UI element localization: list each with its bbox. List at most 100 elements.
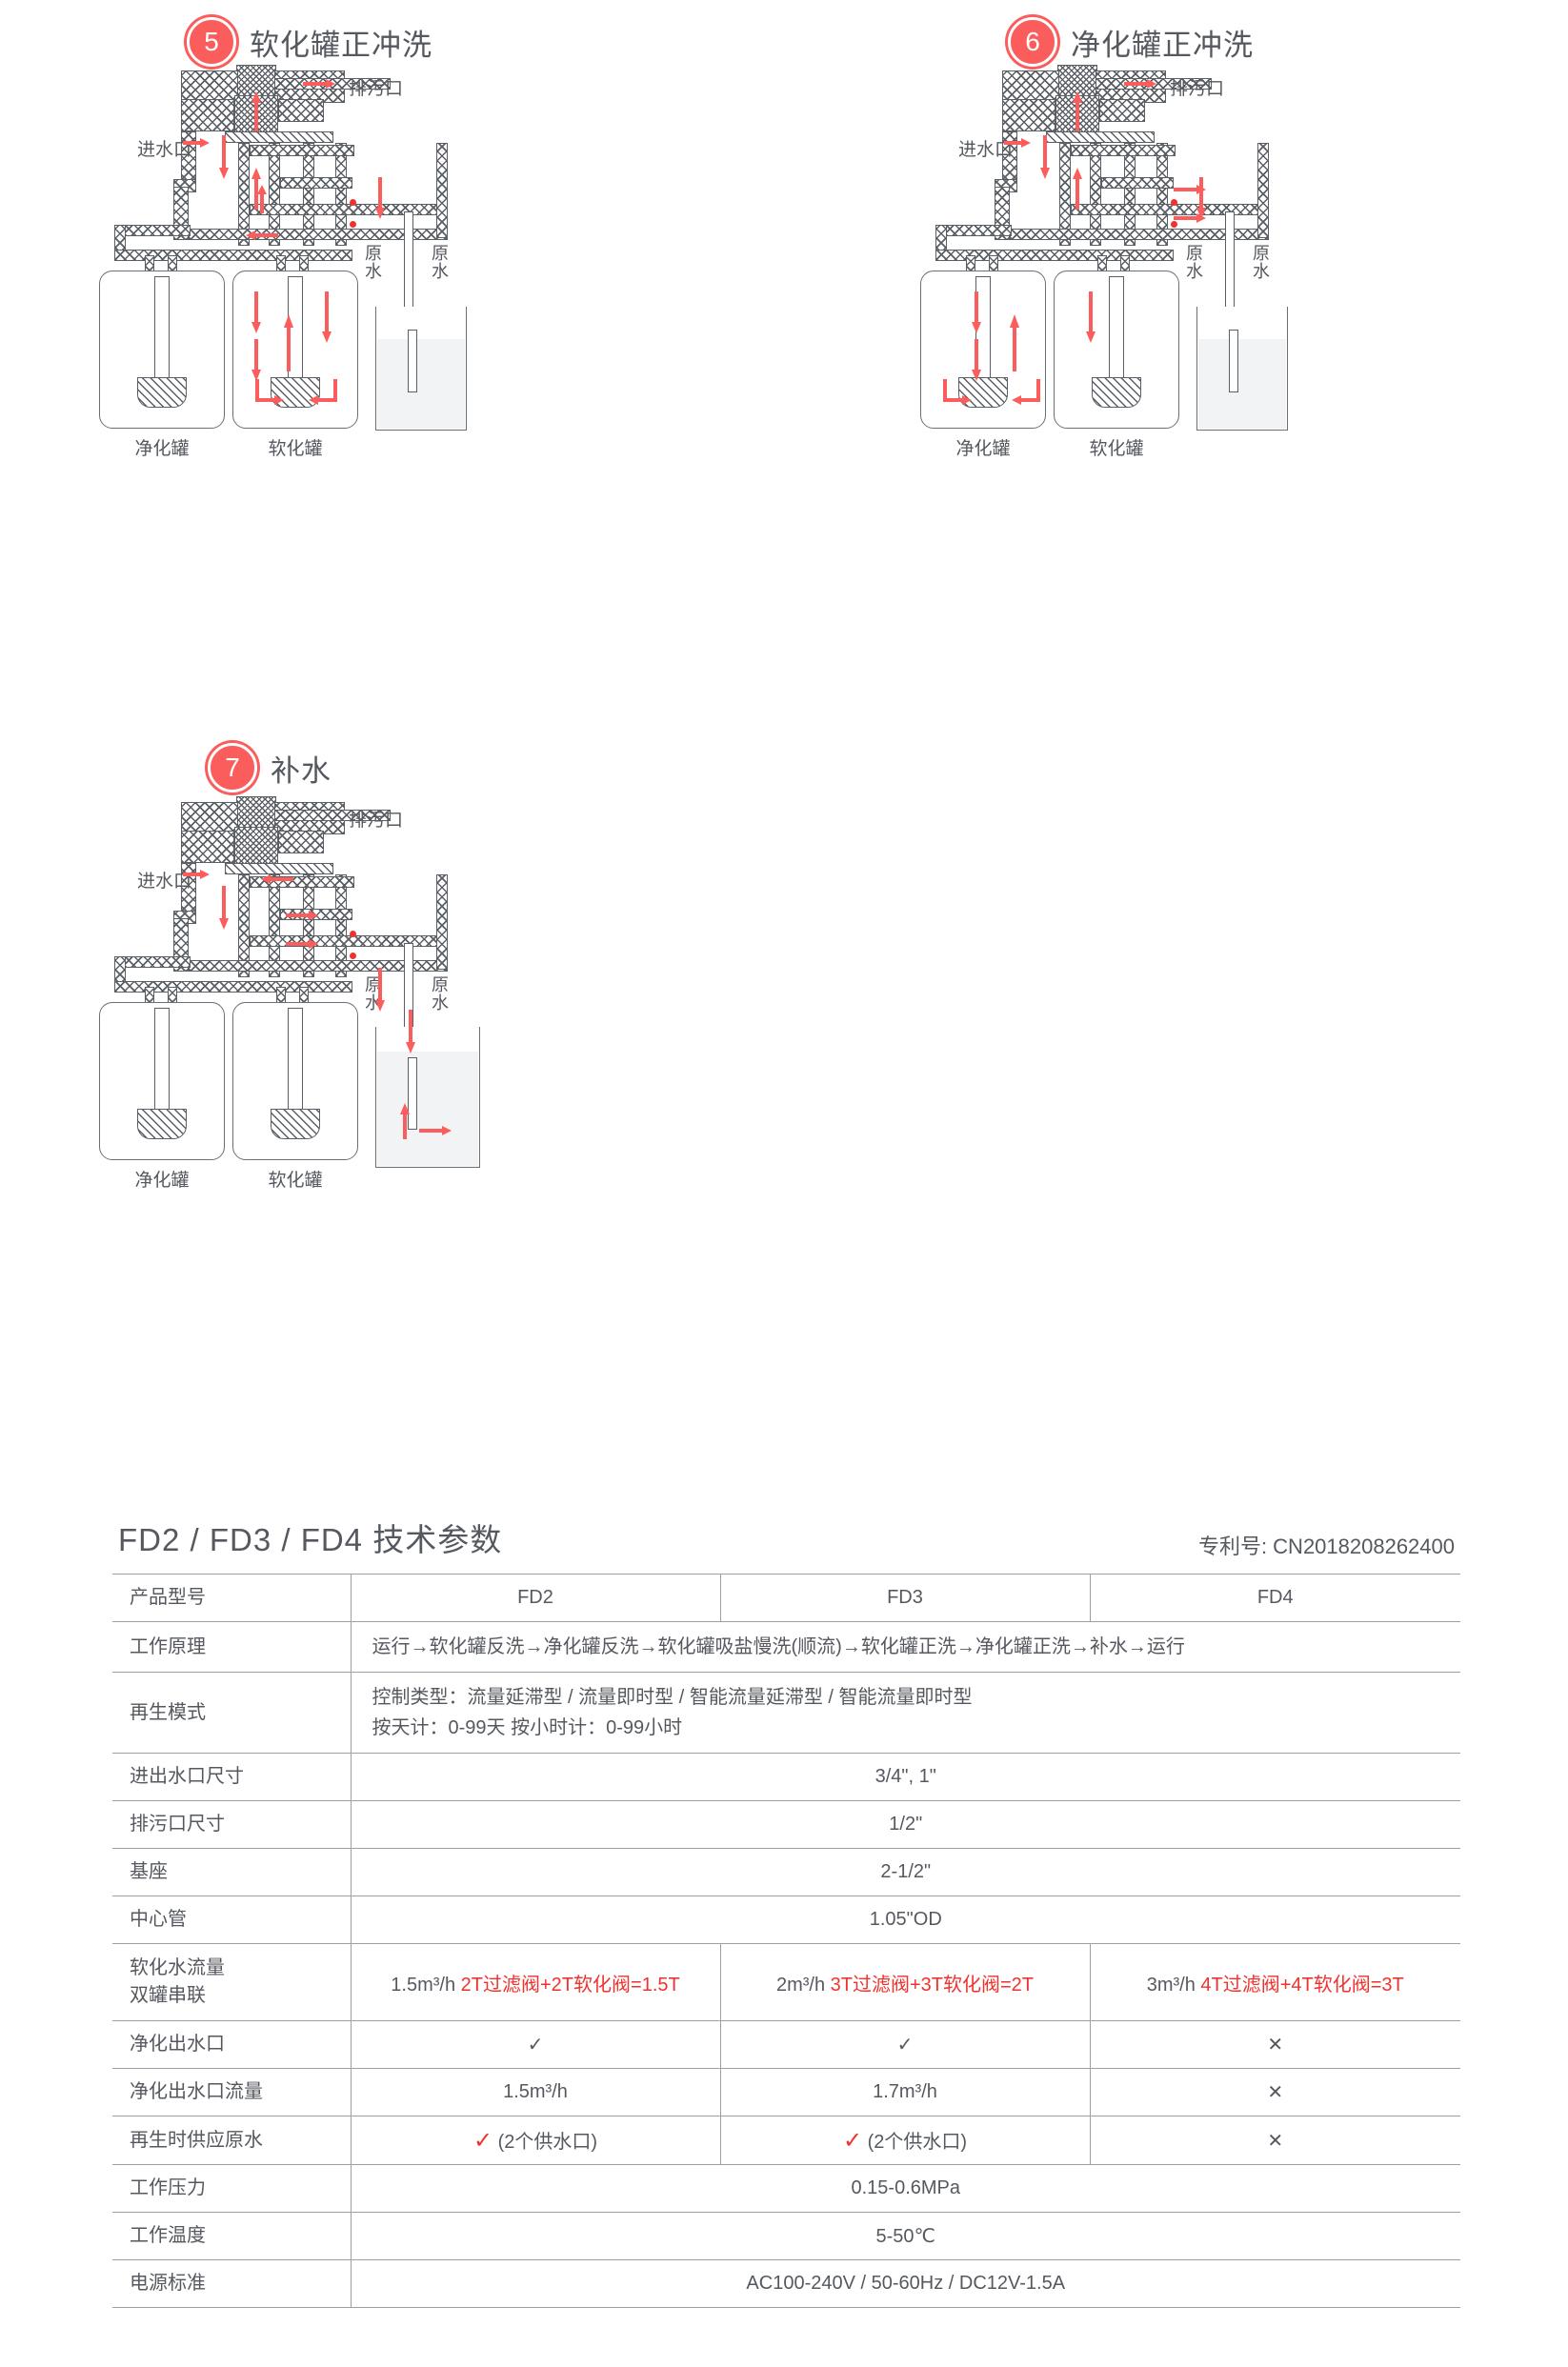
table-row-pure-outlet: 净化出水口 ✓ ✓ ✕ [112,2020,1460,2069]
row-key: 再生模式 [112,1672,352,1754]
riser-tube-left [154,1008,170,1113]
valve-riser-top [236,65,276,101]
soft-flow-fd3-red: 3T过滤阀+3T软化阀=2T [830,1974,1035,1996]
arrow-riser-tank-up-left [1008,314,1021,371]
spec-table: 产品型号 FD2 FD3 FD4 工作原理 运行→软化罐反洗→净化罐反洗→软化罐… [112,1574,1460,2308]
table-row-regen: 再生模式 控制类型：流量延滞型 / 流量即时型 / 智能流量延滞型 / 智能流量… [112,1672,1460,1754]
valve-mid-left [1002,99,1055,131]
label-raw-water-2: 原水 [430,244,449,280]
distributor-left [137,1109,187,1139]
riser-tube-right [1109,276,1124,381]
step-badge-7: 7 [208,743,257,792]
cell-fd3: 1.7m³/h [720,2068,1091,2116]
manifold-pipe-1 [238,874,250,977]
crossover-duct-upper [250,145,354,156]
valve-riser-top [1057,65,1097,101]
cell-principle-value: 运行→软化罐反洗→净化罐反洗→软化罐吸盐慢洗(顺流)→软化罐正洗→净化罐正洗→补… [351,1621,1460,1673]
inlet-pipe-vertical [1002,131,1017,187]
diagram-5: 5 软化罐正冲洗 [0,0,533,724]
arrow-drain [303,77,335,90]
label-drain: 排污口 [349,811,404,831]
soft-flow-fd4-red: 4T过滤阀+4T软化阀=3T [1200,1974,1404,1996]
arrow-manifold-up-1 [250,168,263,210]
cell-base-value: 2-1/2" [351,1848,1460,1896]
arrow-bottom-left-elbow [943,379,972,406]
row-key: 净化出水口流量 [112,2068,352,2116]
table-row-raw-supply: 再生时供应原水 ✓ (2个供水口) ✓ (2个供水口) ✕ [112,2116,1460,2165]
label-inlet: 进水口 [137,872,192,892]
raw-supply-fd3-tick: ✓ [842,2128,863,2154]
label-raw-water-2: 原水 [1251,244,1270,280]
spec-header: FD2 / FD3 / FD4 技术参数 专利号: CN201820826240… [112,1514,1460,1574]
arrow-bottom-right-elbow [1012,379,1040,406]
label-inlet: 进水口 [958,140,1014,160]
distributor-right [1092,377,1141,408]
valve-dot-1 [1171,199,1177,206]
tank-softening-label: 软化罐 [268,439,323,459]
brine-pickup-tube [408,330,417,392]
arrow-inlet-down [1038,135,1052,179]
arrow-brine-feed-down [373,968,387,1012]
table-row-base: 基座 2-1/2" [112,1848,1460,1896]
valve-seal-band [225,131,333,143]
spec-section: FD2 / FD3 / FD4 技术参数 专利号: CN201820826240… [112,1514,1460,2308]
bus-duct-lower [114,981,352,993]
valve-seal-band [225,863,333,874]
cell-fd4: FD4 [1090,1574,1460,1622]
raw-supply-fd2-text: (2个供水口) [497,2132,598,2153]
table-row-principle: 工作原理 运行→软化罐反洗→净化罐反洗→软化罐吸盐慢洗(顺流)→软化罐正洗→净化… [112,1621,1460,1673]
cell-port-size-value: 3/4", 1" [351,1753,1460,1801]
table-row-pure-flow: 净化出水口流量 1.5m³/h 1.7m³/h ✕ [112,2068,1460,2116]
bus-duct-lower [935,250,1174,261]
tank-purification-label: 净化罐 [955,439,1011,459]
diagram-5-title: 5 软化罐正冲洗 [187,17,432,67]
cell-power-value: AC100-240V / 50-60Hz / DC12V-1.5A [351,2259,1460,2308]
valve-dot-2 [350,953,356,959]
cell-fd4: 3m³/h 4T过滤阀+4T软化阀=3T [1090,1943,1460,2021]
diagram-5-title-text: 软化罐正冲洗 [250,28,432,62]
row-key: 软化水流量 双罐串联 [112,1943,352,2021]
tank-purification-label: 净化罐 [134,1171,190,1191]
manifold-pipe-1 [1059,143,1071,246]
valve-seal-band [1046,131,1155,143]
row-key: 工作原理 [112,1621,352,1673]
valve-mid-right [278,831,324,853]
brine-pickup-tube [1229,330,1238,392]
cell-fd4: ✕ [1090,2020,1460,2069]
arrow-riser-up [1071,91,1084,131]
riser-tube-left [154,276,170,381]
soft-flow-fd2-red: 2T过滤阀+2T软化阀=1.5T [460,1974,680,1996]
valve-riser-top [236,796,276,832]
manifold-pipe-2 [269,143,280,246]
label-raw-water-2: 原水 [430,975,449,1012]
riser-right [436,143,448,238]
soft-flow-fd3-black: 2m³/h [775,1974,826,1996]
arrow-tank-right-down [320,291,333,343]
manifold-pipe-2 [1090,143,1101,246]
drain-duct [274,810,391,821]
arrow-drop-left-2 [970,339,983,381]
label-inlet: 进水口 [137,140,192,160]
cell-fd2: ✓ (2个供水口) [351,2116,721,2165]
row-key: 净化出水口 [112,2020,352,2069]
cell-riser-value: 1.05"OD [351,1896,1460,1944]
arrow-inlet-down [217,886,231,930]
cell-drain-size-value: 1/2" [351,1800,1460,1849]
inlet-pipe-vertical [181,863,196,918]
cell-fd2: 1.5m³/h [351,2068,721,2116]
arrow-drop-left-2 [250,339,263,381]
cell-fd3: ✓ [720,2020,1091,2069]
arrow-riser-tank-up [282,314,295,371]
table-row-temperature: 工作温度 5-50℃ [112,2212,1460,2260]
cell-fd4: ✕ [1090,2068,1460,2116]
label-drain: 排污口 [1170,79,1225,99]
arrow-mid-right-1 [286,909,318,922]
distributor-left [137,377,187,408]
valve-mid-right [278,99,324,122]
arrow-brine-fill-down [404,1010,417,1053]
raw-supply-fd3-text: (2个供水口) [867,2132,968,2153]
bus-duct-left [114,956,191,968]
arrow-inlet-down [217,135,231,179]
arrow-raw-1 [1195,177,1208,219]
tank-softening-label: 软化罐 [268,1171,323,1191]
